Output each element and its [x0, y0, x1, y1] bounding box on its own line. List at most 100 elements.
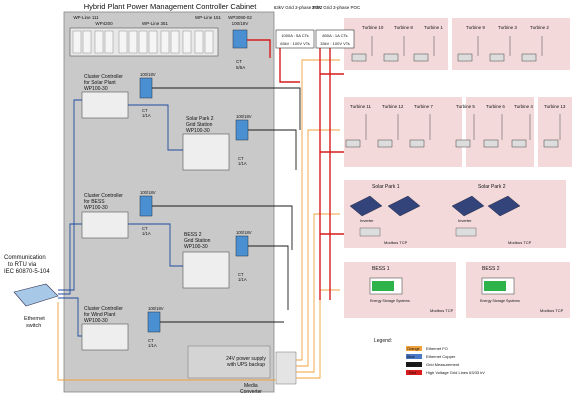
svg-text:CT: CT — [142, 108, 148, 113]
svg-text:1/1A: 1/1A — [142, 113, 151, 118]
svg-text:Ethernet FO: Ethernet FO — [426, 346, 448, 351]
svg-text:Cluster Controller: Cluster Controller — [84, 193, 123, 199]
svg-text:WP100-30: WP100-30 — [184, 244, 208, 250]
svg-text:5/5A: 5/5A — [236, 65, 245, 70]
svg-text:Solar Park 2: Solar Park 2 — [186, 116, 214, 122]
svg-text:for Wind Plant: for Wind Plant — [84, 312, 116, 318]
svg-text:Modbus TCP: Modbus TCP — [540, 308, 564, 313]
svg-text:BESS 2: BESS 2 — [184, 232, 202, 238]
svg-text:33kV : 100V VTs: 33kV : 100V VTs — [320, 41, 350, 46]
svg-text:Black: Black — [407, 363, 416, 367]
svg-text:IEC 60870-5-104: IEC 60870-5-104 — [4, 269, 50, 275]
svg-text:Grid Station: Grid Station — [186, 122, 213, 128]
ethernet-switch-icon — [13, 283, 59, 307]
turbine-label: Turbine 8 — [394, 25, 413, 30]
svg-text:WP-Line 111: WP-Line 111 — [73, 15, 99, 20]
svg-text:100/18V: 100/18V — [232, 21, 249, 26]
svg-text:Blue: Blue — [407, 355, 415, 359]
svg-text:1/1A: 1/1A — [148, 343, 157, 348]
turbine-label: Turbine 4 — [514, 104, 533, 109]
svg-text:Media: Media — [244, 383, 258, 389]
solar-zones — [344, 180, 566, 248]
svg-text:switch: switch — [26, 323, 41, 329]
svg-text:High Voltage Grid Lines 63/33: High Voltage Grid Lines 63/33 kV — [426, 370, 485, 375]
svg-text:BESS 2: BESS 2 — [482, 266, 500, 272]
svg-text:Energy Storage Systems: Energy Storage Systems — [480, 299, 520, 303]
poc-63kv: 63kV Grid 3-phase POC 1000A : 5A CTs 63k… — [274, 5, 323, 49]
media-converter — [275, 351, 297, 385]
svg-text:63kV Grid 3-phase POC: 63kV Grid 3-phase POC — [274, 5, 323, 10]
legend-swatch-black — [406, 362, 422, 367]
svg-text:WP100-30: WP100-30 — [84, 86, 108, 92]
svg-text:Ethernet: Ethernet — [24, 316, 45, 322]
svg-text:Ethernet Copper: Ethernet Copper — [426, 354, 456, 359]
svg-text:33kV Grid 3-phase POC: 33kV Grid 3-phase POC — [312, 5, 361, 10]
solar-cluster-controller: Cluster Controller for Solar Plant WP100… — [81, 72, 156, 119]
bess2-controller: BESS 2 Grid Station WP100-30 100/18V CT … — [182, 230, 252, 289]
svg-text:100/18V: 100/18V — [236, 230, 252, 235]
svg-text:Modbus TCP: Modbus TCP — [384, 240, 408, 245]
power-supply — [187, 345, 271, 379]
svg-text:1000A : 5A CTs: 1000A : 5A CTs — [281, 33, 308, 38]
turbine-label: Turbine 13 — [544, 104, 566, 109]
wind-cluster-controller: Cluster Controller for Wind Plant WP100-… — [81, 306, 164, 351]
wind-zones — [344, 18, 572, 167]
svg-text:1/1A: 1/1A — [238, 161, 247, 166]
svg-text:Legend:: Legend: — [374, 338, 392, 344]
solar-park2-controller: Solar Park 2 Grid Station WP100-30 100/1… — [182, 114, 252, 171]
turbine-label: Turbine 1 — [424, 25, 443, 30]
svg-text:Modbus TCP: Modbus TCP — [508, 240, 532, 245]
svg-text:Grid Measurement: Grid Measurement — [426, 362, 460, 367]
svg-text:CT: CT — [148, 338, 154, 343]
svg-text:Red: Red — [409, 371, 416, 375]
svg-text:for Solar Plant: for Solar Plant — [84, 80, 116, 86]
svg-text:WP100-30: WP100-30 — [84, 318, 108, 324]
turbine-label: Turbine 10 — [362, 25, 384, 30]
svg-text:Solar Park 1: Solar Park 1 — [372, 184, 400, 190]
legend-swatch-red — [406, 370, 422, 375]
svg-text:24V power supply: 24V power supply — [226, 356, 266, 362]
svg-text:Modbus TCP: Modbus TCP — [430, 308, 454, 313]
turbine-label: Turbine 11 — [350, 104, 372, 109]
svg-text:WP4200: WP4200 — [95, 21, 113, 26]
turbine-label: Turbine 9 — [466, 25, 485, 30]
svg-text:1/1A: 1/1A — [238, 277, 247, 282]
svg-text:WP-Line 151: WP-Line 151 — [195, 15, 222, 20]
svg-text:800A : 1A CTs: 800A : 1A CTs — [322, 33, 347, 38]
legend: Legend: Orange Blue Black Red Ethernet F… — [374, 338, 485, 375]
svg-text:Cluster Controller: Cluster Controller — [84, 74, 123, 80]
bess-units: BESS 1 BESS 2 Energy Storage Systems Ene… — [369, 266, 564, 313]
svg-text:Orange: Orange — [407, 347, 420, 351]
turbine-label: Turbine 12 — [382, 104, 404, 109]
svg-text:to RTU via: to RTU via — [8, 262, 37, 268]
turbine-label: Turbine 7 — [414, 104, 433, 109]
svg-text:CT: CT — [236, 59, 242, 64]
turbine-label: Turbine 5 — [456, 104, 475, 109]
svg-text:63kV : 100V VTs: 63kV : 100V VTs — [280, 41, 310, 46]
svg-text:Grid Station: Grid Station — [184, 238, 211, 244]
svg-text:Energy Storage Systems: Energy Storage Systems — [370, 299, 410, 303]
svg-text:with UPS backup: with UPS backup — [227, 362, 265, 368]
plc-rack: WP-Line 111 WP4200 WP-Line 351 WP-Line 1… — [69, 15, 252, 70]
legend-swatch-blue — [406, 354, 422, 359]
svg-text:CT: CT — [238, 272, 244, 277]
bess-cluster-controller: Cluster Controller for BESS WP100-30 100… — [81, 190, 156, 239]
turbine-label: Turbine 3 — [498, 25, 517, 30]
svg-text:Solar Park 2: Solar Park 2 — [478, 184, 506, 190]
turbines-row-1: Turbine 10 Turbine 8 Turbine 1 Turbine 9… — [351, 25, 549, 62]
svg-text:100/18V: 100/18V — [140, 190, 156, 195]
svg-text:100/18V: 100/18V — [148, 306, 164, 311]
svg-text:WP-Line 351: WP-Line 351 — [142, 21, 169, 26]
svg-text:WP100-30: WP100-30 — [186, 128, 210, 134]
turbines-row-2: Turbine 11 Turbine 12 Turbine 7 Turbine … — [345, 104, 566, 148]
svg-text:Inverter: Inverter — [360, 218, 374, 223]
poc-33kv: 33kV Grid 3-phase POC 800A : 1A CTs 33kV… — [312, 5, 361, 49]
communication-label: Communication — [4, 255, 46, 261]
svg-text:CT: CT — [238, 156, 244, 161]
svg-text:Converter: Converter — [240, 389, 262, 395]
svg-text:1/1A: 1/1A — [142, 231, 151, 236]
svg-text:WP3090-02: WP3090-02 — [228, 15, 252, 20]
svg-text:BESS 1: BESS 1 — [372, 266, 390, 272]
svg-text:CT: CT — [142, 226, 148, 231]
